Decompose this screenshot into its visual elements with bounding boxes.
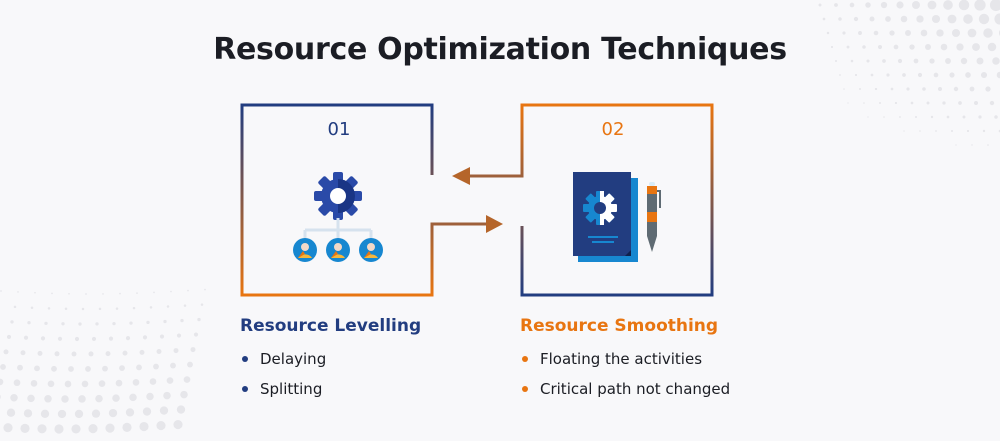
list-item: Delaying xyxy=(240,344,326,374)
arrow-right-icon xyxy=(486,215,503,233)
bullet-text: Critical path not changed xyxy=(540,380,731,398)
list-item: Critical path not changed xyxy=(520,374,730,404)
step-number-01: 01 xyxy=(327,119,351,140)
box-01-frame xyxy=(240,103,492,297)
technique-heading-resource-smoothing: Resource Smoothing xyxy=(520,316,719,336)
box-02-frame xyxy=(464,103,714,297)
list-item: Floating the activities xyxy=(520,344,730,374)
step-number-02: 02 xyxy=(601,119,625,140)
bullet-dot-icon xyxy=(242,356,248,362)
bullet-text: Delaying xyxy=(260,350,327,368)
bullet-dot-icon xyxy=(242,386,248,392)
bullet-dot-icon xyxy=(522,356,528,362)
resource-levelling-bullets: Delaying Splitting xyxy=(240,344,326,404)
page-title: Resource Optimization Techniques xyxy=(213,32,787,67)
bullet-text: Splitting xyxy=(260,380,323,398)
resource-smoothing-bullets: Floating the activities Critical path no… xyxy=(520,344,730,404)
bullet-dot-icon xyxy=(522,386,528,392)
technique-heading-resource-levelling: Resource Levelling xyxy=(240,316,422,336)
document-gear-pen-icon xyxy=(573,172,661,262)
gear-hierarchy-icon xyxy=(293,172,383,262)
bullet-text: Floating the activities xyxy=(540,350,703,368)
arrow-left-icon xyxy=(452,167,470,185)
list-item: Splitting xyxy=(240,374,326,404)
